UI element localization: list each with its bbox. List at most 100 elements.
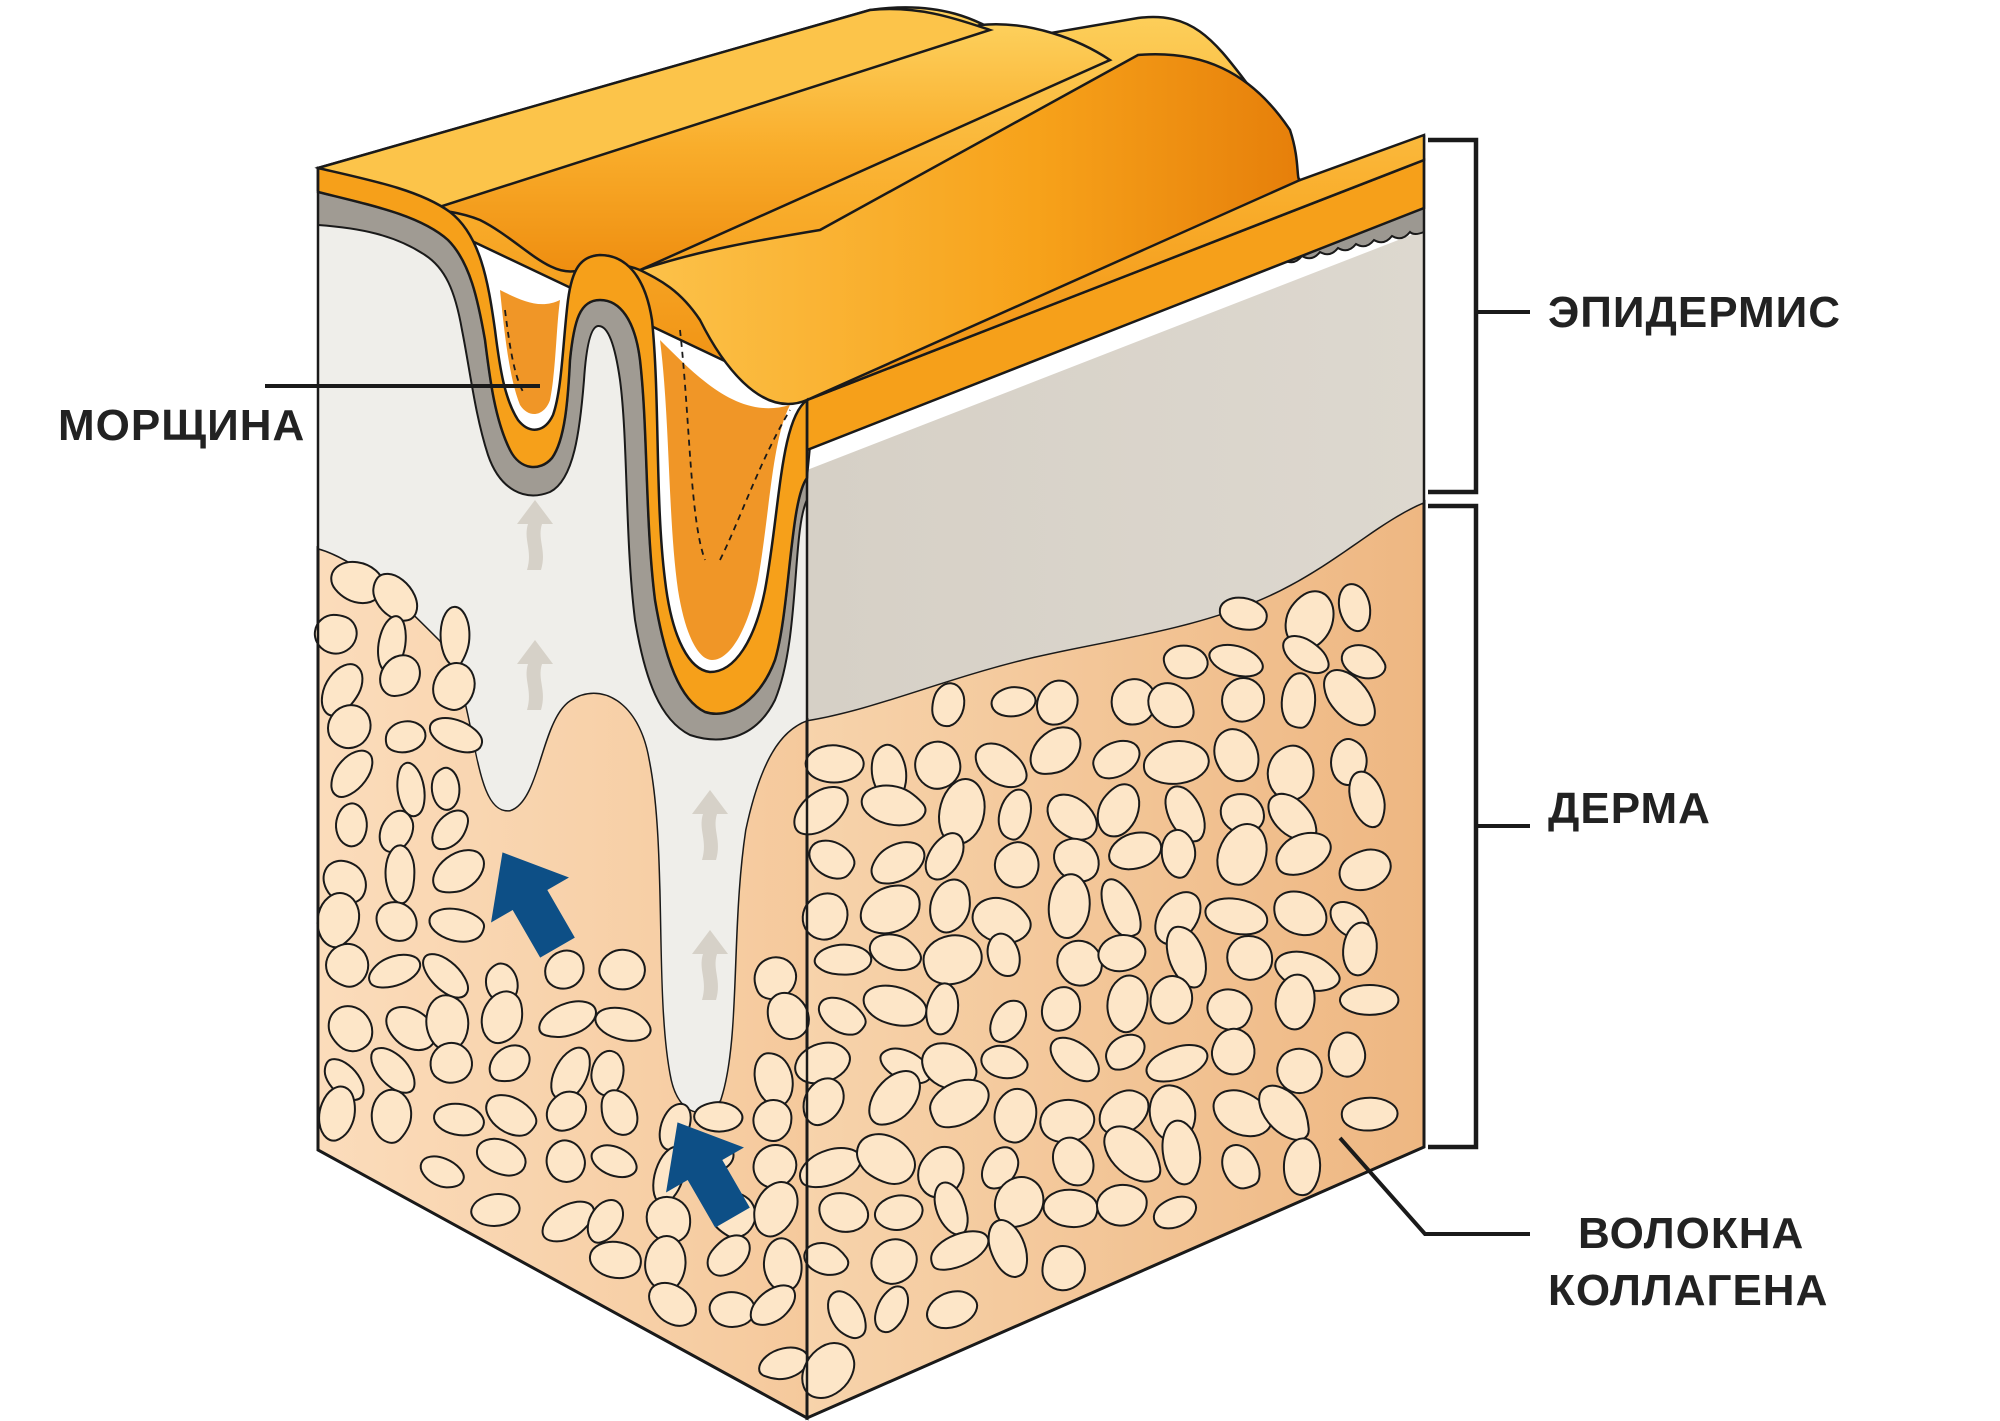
collagen-fiber: [1096, 783, 1141, 838]
collagen-fiber: [1161, 1119, 1202, 1186]
collagen-fiber: [590, 1049, 625, 1097]
collagen-fiber: [1106, 974, 1149, 1034]
collagen-fiber: [693, 1101, 744, 1133]
collagen-fiber: [798, 1147, 862, 1189]
collagen-fiber: [801, 1341, 856, 1399]
label-wrinkle: МОРЩИНА: [58, 401, 305, 450]
collagen-fiber: [1338, 983, 1400, 1016]
collagen-fiber: [320, 663, 364, 717]
collagen-fiber: [541, 1200, 596, 1243]
collagen-fiber: [538, 1000, 597, 1039]
collagen-fiber: [1029, 726, 1082, 775]
collagen-fiber: [1049, 1036, 1100, 1083]
collagen-fiber: [1035, 679, 1079, 726]
collagen-fiber: [974, 742, 1028, 789]
collagen-fiber: [817, 996, 867, 1036]
collagen-fiber: [544, 949, 585, 990]
collagen-fiber: [1221, 1143, 1261, 1190]
collagen-fiber: [1097, 933, 1147, 973]
collagen-fiber: [1213, 728, 1260, 783]
collagen-fiber: [1206, 988, 1253, 1031]
up-arrow-icon: [666, 1122, 750, 1228]
collagen-fiber: [598, 948, 646, 991]
collagen-fiber: [590, 1144, 638, 1179]
collagen-fiber: [1340, 1096, 1399, 1132]
collagen-fiber: [870, 841, 926, 885]
collagen-fiber: [480, 990, 524, 1045]
collagen-fiber: [428, 716, 484, 754]
collagen-fiber: [802, 1077, 845, 1127]
collagen-fiber: [801, 892, 849, 941]
collagen-fiber: [1105, 1033, 1146, 1071]
collagen-fiber: [860, 784, 927, 827]
collagen-fiber: [986, 932, 1021, 978]
collagen-fiber: [1340, 644, 1387, 680]
collagen-fiber: [1274, 973, 1316, 1031]
collagen-fiber: [873, 1194, 924, 1231]
collagen-fiber: [475, 1137, 527, 1177]
collagen-fiber: [550, 1046, 591, 1102]
collagen-fiber: [1103, 1125, 1162, 1183]
epidermis-right-face: [807, 230, 1424, 720]
collagen-fiber: [439, 605, 471, 668]
collagen-fiber: [379, 654, 421, 697]
collagen-fiber: [648, 1281, 697, 1327]
collagen-fiber: [859, 884, 921, 935]
collagen-fiber: [1282, 635, 1330, 675]
collagen-fiber: [1204, 897, 1269, 936]
collagen-fiber: [1095, 1183, 1148, 1227]
collagen-fiber: [1218, 596, 1268, 631]
label-collagen-line2: КОЛЛАГЕНА: [1548, 1266, 1828, 1315]
collagen-fiber: [1323, 669, 1376, 727]
wavy-arrow-icon: [517, 500, 553, 570]
collagen-fiber: [827, 1290, 867, 1340]
collagen-fiber: [924, 832, 965, 881]
collagen-fiber: [330, 749, 374, 799]
collagen-fiber: [586, 1199, 625, 1244]
collagen-fiber: [929, 1078, 990, 1129]
collagen-fiber: [325, 942, 370, 988]
collagen-fiber: [419, 1155, 465, 1189]
blue-arrows: [491, 852, 750, 1228]
collagen-fiber: [1147, 682, 1195, 729]
collagen-fiber: [758, 1346, 810, 1381]
collagen-fiber: [1258, 1084, 1310, 1141]
collagen-fiber: [368, 953, 422, 989]
collagen-fiber: [318, 1085, 356, 1142]
collagen-fiber: [1338, 848, 1392, 892]
wrinkle-cross-section: [316, 166, 809, 741]
collagen-fiber: [813, 943, 873, 976]
collagen-fiber: [316, 892, 361, 949]
collagen-leader-line: [1338, 1136, 1530, 1236]
collagen-fiber: [594, 1006, 652, 1042]
label-epidermis: ЭПИДЕРМИС: [1548, 288, 1841, 337]
collagen-fiber: [1108, 831, 1163, 871]
collagen-fiber: [708, 1291, 757, 1329]
collagen-fiber: [485, 1094, 538, 1137]
collagen-fiber: [971, 896, 1032, 945]
label-collagen-line1: ВОЛОКНА: [1578, 1209, 1804, 1258]
collagen-fibers-right: [793, 583, 1400, 1399]
collagen-fiber: [600, 1089, 639, 1136]
collagen-fiber: [804, 744, 865, 784]
collagen-fiber: [330, 560, 385, 605]
collagen-fiber: [1342, 921, 1378, 977]
collagen-fiber: [868, 933, 922, 972]
collagen-fiber: [1041, 1244, 1086, 1292]
collagen-fiber: [1160, 828, 1197, 879]
collagen-fiber: [1212, 1089, 1273, 1138]
collagen-fiber: [1216, 823, 1268, 886]
collagen-fiber: [997, 788, 1032, 841]
collagen-fiber: [753, 1181, 799, 1238]
collagen-fiber: [1273, 890, 1328, 937]
collagen-fiber: [914, 740, 962, 790]
collagen-fiber: [993, 1087, 1038, 1144]
collagen-fiber: [313, 613, 358, 655]
collagen-fiber: [327, 1005, 374, 1053]
collagen-fiber: [989, 999, 1028, 1044]
collagen-fiber: [1047, 873, 1091, 940]
collagen-fiber: [1280, 672, 1317, 729]
collagen-fibers-left: [313, 560, 810, 1381]
collagen-fiber: [644, 1235, 687, 1292]
collagen-fiber: [1276, 1047, 1323, 1095]
